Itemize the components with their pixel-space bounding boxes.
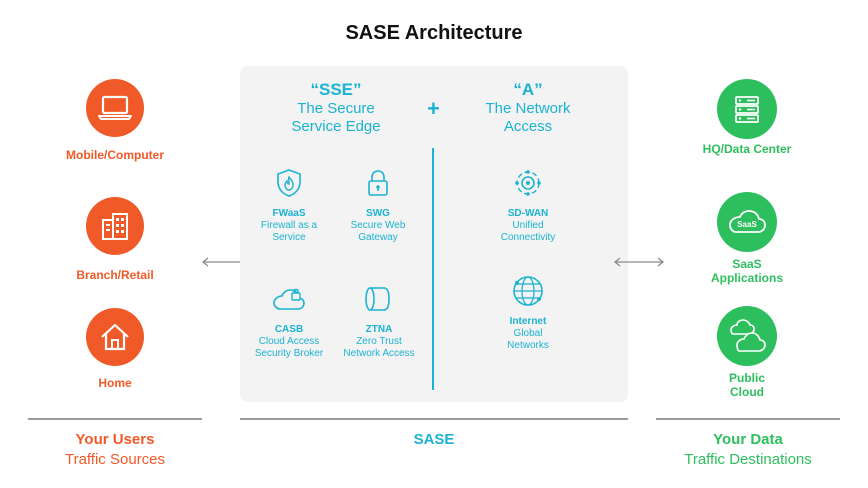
globe-icon: [513, 276, 543, 306]
server-icon: [717, 79, 777, 139]
users-label-home: Home: [98, 376, 132, 390]
service-desc-swg-1: Secure Web: [350, 220, 406, 231]
users-footer-sub: Traffic Sources: [64, 451, 166, 468]
service-desc-fwaas-2: Service: [272, 232, 306, 243]
service-name-internet: Internet: [509, 316, 547, 327]
page-title: SASE Architecture: [345, 22, 523, 44]
service-desc-internet-2: Networks: [507, 340, 549, 351]
bidirectional-arrow-icon: [613, 257, 665, 267]
access-heading: “A”: [513, 80, 543, 99]
laptop-icon: [86, 79, 144, 137]
service-desc-internet-1: Global: [513, 328, 543, 339]
data-label-cloud-1: Public: [728, 371, 765, 385]
service-name-sdwan: SD-WAN: [507, 208, 549, 219]
data-footer-title: Your Data: [713, 431, 783, 448]
users-rule: [28, 418, 202, 420]
service-name-fwaas: FWaaS: [272, 208, 306, 219]
service-name-casb: CASB: [274, 324, 304, 335]
panel-divider: [432, 148, 434, 390]
access-subtitle-line2: Access: [503, 118, 553, 135]
tunnel-icon: [365, 287, 390, 311]
lock-icon: [368, 170, 388, 196]
service-desc-swg-2: Gateway: [358, 232, 398, 243]
sase-rule: [240, 418, 628, 420]
access-subtitle-line1: The Network: [485, 100, 571, 117]
svg-text:SaaS: SaaS: [737, 220, 757, 229]
data-footer-sub: Traffic Destinations: [684, 451, 812, 468]
sse-subtitle-line1: The Secure: [297, 100, 375, 117]
saas-cloud-icon: SaaS: [717, 192, 777, 252]
cloud-lock-icon: [273, 288, 305, 310]
data-label-saas-2: Applications: [710, 271, 783, 285]
service-desc-ztna-1: Zero Trust: [356, 336, 402, 347]
service-name-ztna: ZTNA: [365, 324, 393, 335]
clouds-icon: [717, 306, 777, 366]
users-label-branch: Branch/Retail: [76, 268, 154, 282]
service-desc-ztna-2: Network Access: [343, 348, 415, 359]
data-rule: [656, 418, 840, 420]
shield-fire-icon: [277, 169, 301, 197]
sse-heading: “SSE”: [310, 80, 362, 99]
service-desc-fwaas-1: Firewall as a: [260, 220, 318, 231]
service-desc-sdwan-2: Connectivity: [500, 232, 556, 243]
sse-subtitle-line2: Service Edge: [291, 118, 381, 135]
building-icon: [86, 197, 144, 255]
house-icon: [86, 308, 144, 366]
plus-sign: +: [427, 96, 440, 121]
network-node-icon: [515, 170, 541, 196]
sase-footer: SASE: [413, 431, 455, 448]
service-desc-sdwan-1: Unified: [512, 220, 544, 231]
users-footer-title: Your Users: [75, 431, 155, 448]
service-desc-casb-2: Security Broker: [254, 348, 324, 359]
users-label-mobile: Mobile/Computer: [66, 148, 164, 162]
data-label-cloud-2: Cloud: [730, 385, 764, 399]
data-label-hq: HQ/Data Center: [702, 142, 792, 156]
service-name-swg: SWG: [366, 208, 390, 219]
data-label-saas-1: SaaS: [732, 257, 762, 271]
sase-panel: [240, 66, 628, 402]
service-desc-casb-1: Cloud Access: [258, 336, 320, 347]
